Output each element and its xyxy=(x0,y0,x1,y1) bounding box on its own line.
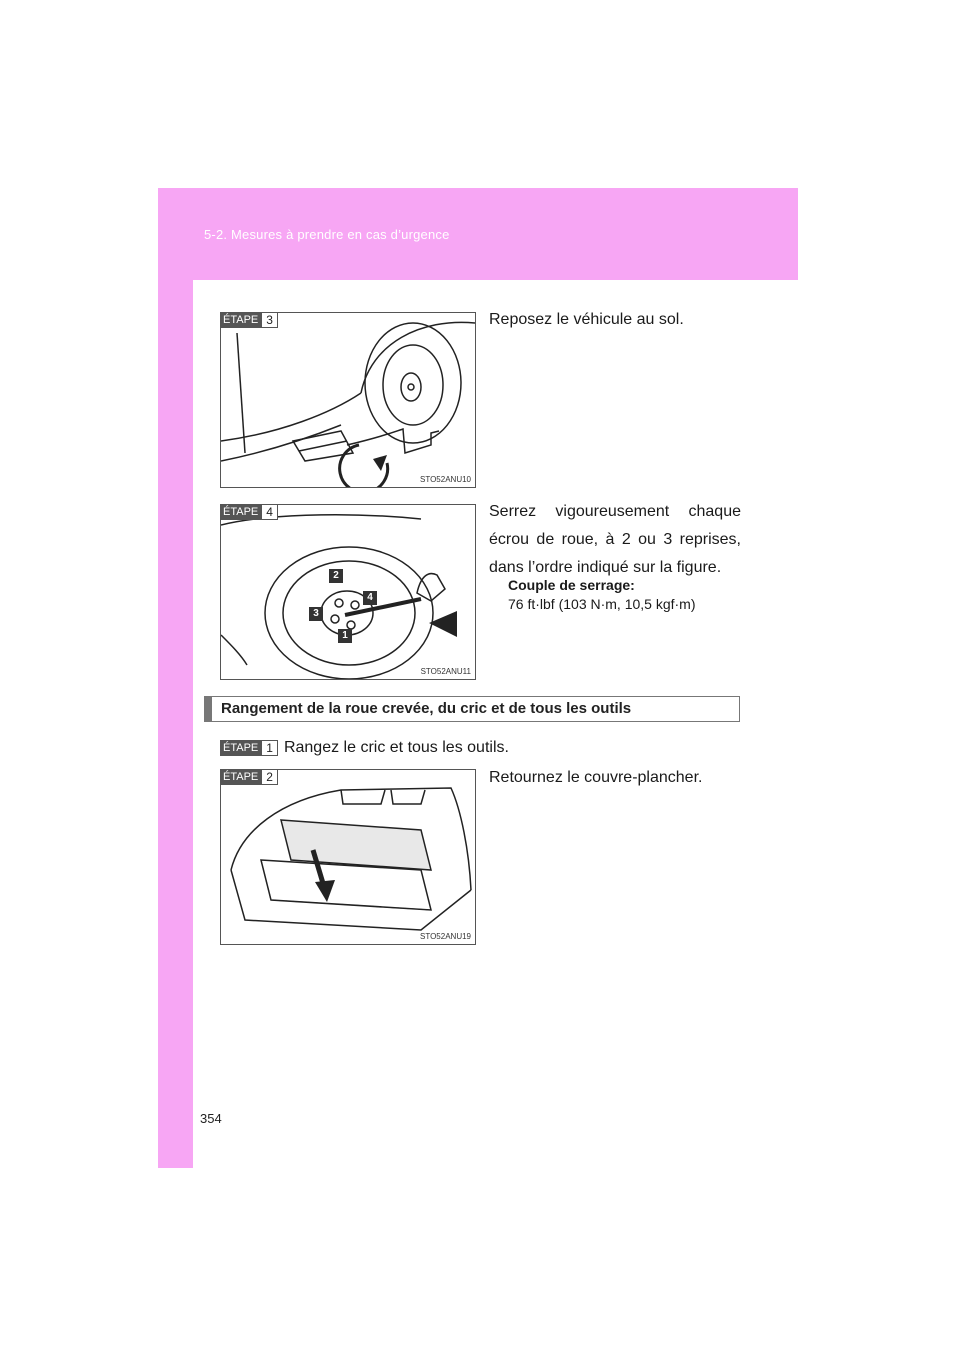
wheel-tightening-illustration xyxy=(221,514,457,679)
step-badge-label: ÉTAPE xyxy=(221,313,262,328)
step-4-line-1: Serrez vigoureusement chaque xyxy=(489,503,741,520)
car-lowering-illustration xyxy=(221,321,475,487)
torque-label: Couple de serrage: xyxy=(508,577,635,593)
step-4-line-2: écrou de roue, à 2 ou 3 reprises, xyxy=(489,531,741,548)
step-badge-number: 4 xyxy=(261,505,278,520)
step-badge-label: ÉTAPE xyxy=(221,505,262,520)
step-badge-number: 3 xyxy=(261,313,278,328)
chapter-sidebar-band xyxy=(158,280,193,1168)
step-badge: ÉTAPE 2 xyxy=(221,770,278,785)
step-badge-number: 2 xyxy=(261,770,278,785)
page-number: 354 xyxy=(200,1111,222,1126)
step-badge-label: ÉTAPE xyxy=(220,739,262,756)
step-badge-label: ÉTAPE xyxy=(221,770,262,785)
chapter-header-band xyxy=(158,188,798,280)
chapter-title: 5-2. Mesures à prendre en cas d’urgence xyxy=(204,227,450,242)
callout-3: 3 xyxy=(309,607,323,621)
cargo-floor-illustration xyxy=(230,787,472,931)
figure-code: STO52ANU11 xyxy=(420,667,471,676)
figure-section-step-2: ÉTAPE 2 STO52ANU19 xyxy=(220,769,476,945)
section-step-2-instruction: Retournez le couvre-plancher. xyxy=(489,769,703,786)
step-3-instruction: Reposez le véhicule au sol. xyxy=(489,311,684,328)
step-badge: ÉTAPE 4 xyxy=(221,505,278,520)
step-badge: ÉTAPE 3 xyxy=(221,313,278,328)
section-heading: Rangement de la roue crevée, du cric et … xyxy=(204,696,740,722)
figure-code: STO52ANU19 xyxy=(420,932,471,941)
section-heading-bar xyxy=(205,697,212,721)
callout-4: 4 xyxy=(363,591,377,605)
callout-1: 1 xyxy=(338,629,352,643)
figure-step-4: ÉTAPE 4 1 2 3 4 STO52ANU11 xyxy=(220,504,476,680)
step-4-line-3: dans l’ordre indiqué sur la figure. xyxy=(489,559,722,576)
step-4-instruction: Serrez vigoureusement chaque écrou de ro… xyxy=(489,498,741,582)
section-step-1: ÉTAPE 1 Rangez le cric et tous les outil… xyxy=(220,734,740,762)
figure-step-3: ÉTAPE 3 STO52ANU10 xyxy=(220,312,476,488)
step-badge-number: 1 xyxy=(261,739,278,756)
callout-2: 2 xyxy=(329,569,343,583)
step-badge: ÉTAPE 1 xyxy=(220,739,278,756)
torque-value: 76 ft·lbf (103 N·m, 10,5 kgf·m) xyxy=(508,596,696,612)
section-step-1-text: Rangez le cric et tous les outils. xyxy=(283,739,509,756)
section-heading-text: Rangement de la roue crevée, du cric et … xyxy=(221,700,632,717)
figure-code: STO52ANU10 xyxy=(420,475,471,484)
